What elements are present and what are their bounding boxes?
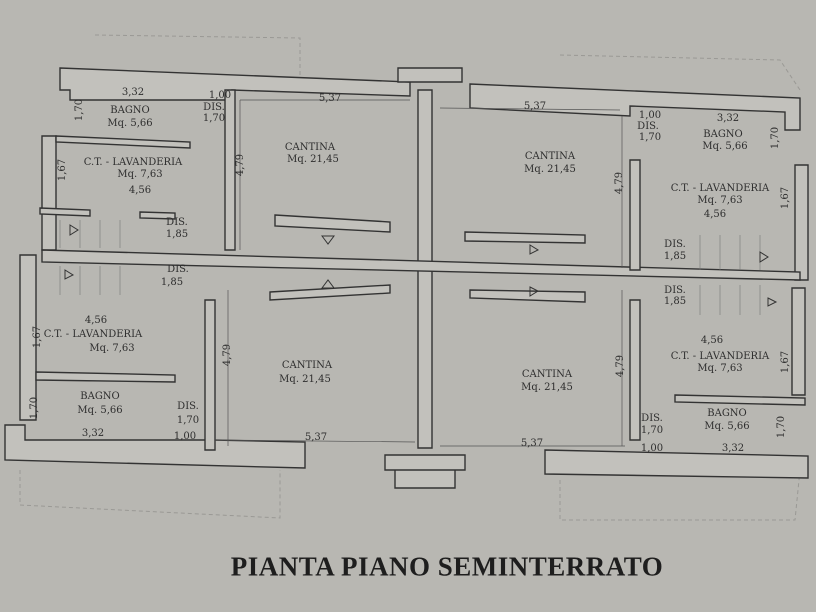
tr-dis-width: 1,00 (638, 110, 662, 121)
tr-cantina-area: Mq. 21,45 (524, 164, 576, 175)
bl-cantina-width: 5,37 (304, 432, 328, 443)
tr-lav-area: Mq. 7,63 (697, 195, 743, 206)
bl-stair-dis-label: DIS. (167, 264, 189, 275)
tl-lav-depth: 1,67 (57, 158, 68, 182)
tl-lav-area: Mq. 7,63 (117, 169, 163, 180)
br-cantina-area: Mq. 21,45 (521, 382, 573, 393)
tl-dis-dim: 1,70 (202, 113, 226, 124)
dimension-lines (214, 99, 625, 447)
stair-wall-1 (274, 214, 586, 244)
bl-bagno-area: Mq. 5,66 (77, 405, 123, 416)
wall-cantina-bl (204, 299, 216, 451)
tl-cantina-width: 5,37 (318, 93, 342, 104)
bl-stair-dis-dim: 1,85 (160, 277, 184, 288)
tl-cantina-depth: 4,79 (235, 153, 246, 177)
tl-stair-dis-dim: 1,85 (165, 229, 189, 240)
br-lav-depth: 1,67 (780, 350, 791, 374)
br-cantina-width: 5,37 (520, 438, 544, 449)
bl-lav-area: Mq. 7,63 (89, 343, 135, 354)
br-bagno-depth: 1,70 (776, 415, 787, 439)
tl-bagno-area: Mq. 5,66 (107, 118, 153, 129)
tr-stair-dis-dim: 1,85 (663, 251, 687, 262)
br-cantina-label: CANTINA (521, 369, 573, 380)
outer-wall-bottom-left (4, 424, 306, 469)
br-stair-dis-dim: 1,85 (663, 296, 687, 307)
tl-stair-dis-label: DIS. (166, 217, 188, 228)
garden-outline (19, 34, 801, 521)
wall-lav-bath-bl (35, 371, 176, 383)
tl-bagno-depth: 1,70 (74, 98, 85, 122)
tr-lav-depth: 1,67 (780, 186, 791, 210)
br-stair-dis-label: DIS. (664, 285, 686, 296)
tr-dis-label: DIS. (637, 121, 659, 132)
tl-lav-label: C.T. - LAVANDERIA (83, 157, 183, 168)
outer-wall-top-right (469, 83, 801, 131)
walls (4, 67, 809, 489)
bl-lav-depth: 1,67 (32, 325, 43, 349)
br-bagno-label: BAGNO (707, 408, 747, 419)
bl-bagno-depth: 1,70 (29, 396, 40, 420)
stair-wall-2 (269, 284, 586, 303)
tr-dis-dim: 1,70 (638, 132, 662, 143)
tl-dis-label: DIS. (203, 102, 225, 113)
bl-dis-dim: 1,70 (176, 415, 200, 426)
tl-cantina-area: Mq. 21,45 (287, 154, 339, 165)
wall-bath-lav-tl (55, 135, 191, 149)
bl-cantina-label: CANTINA (281, 360, 333, 371)
tr-bagno-depth: 1,70 (770, 126, 781, 150)
stair-arrow-icons (64, 224, 778, 307)
bl-bagno-width: 3,32 (81, 428, 105, 439)
middle-wall (41, 249, 801, 281)
tl-bagno-label: BAGNO (110, 105, 150, 116)
tl-cantina-label: CANTINA (284, 142, 336, 153)
br-lav-area: Mq. 7,63 (697, 363, 743, 374)
tr-bagno-width: 3,32 (716, 113, 740, 124)
tr-bagno-area: Mq. 5,66 (702, 141, 748, 152)
tl-dis-width: 1,00 (208, 90, 232, 101)
plan-title: PIANTA PIANO SEMINTERRATO (230, 551, 664, 582)
br-lav-width: 4,56 (700, 335, 724, 346)
bl-lav-width: 4,56 (84, 315, 108, 326)
bl-dis-width: 1,00 (173, 431, 197, 442)
bl-cantina-area: Mq. 21,45 (279, 374, 331, 385)
wall-lav-bath-br (674, 394, 806, 406)
br-lav-label: C.T. - LAVANDERIA (670, 351, 770, 362)
tl-bagno-width: 3,32 (121, 87, 145, 98)
br-cantina-depth: 4,79 (615, 354, 626, 378)
bl-bagno-label: BAGNO (80, 391, 120, 402)
bl-dis-label: DIS. (177, 401, 199, 412)
tl-lav-width: 4,56 (128, 185, 152, 196)
tr-lav-width: 4,56 (703, 209, 727, 220)
br-bagno-width: 3,32 (721, 443, 745, 454)
tr-cantina-label: CANTINA (524, 151, 576, 162)
chimney-bottom (384, 454, 466, 489)
br-dis-label: DIS. (641, 413, 663, 424)
wall-cantina-tl (224, 89, 236, 251)
tr-cantina-width: 5,37 (523, 101, 547, 112)
stairs (59, 220, 761, 315)
tr-cantina-depth: 4,79 (614, 171, 625, 195)
tr-bagno-label: BAGNO (703, 129, 743, 140)
br-bagno-area: Mq. 5,66 (704, 421, 750, 432)
bl-cantina-depth: 4,79 (222, 343, 233, 367)
wall-cantina-tr (629, 159, 641, 441)
tr-lav-label: C.T. - LAVANDERIA (670, 183, 770, 194)
wall-lav-stair-tl (39, 207, 176, 220)
br-dis-width: 1,00 (640, 443, 664, 454)
chimney-top (397, 67, 463, 83)
outer-wall-bottom-right (544, 449, 809, 479)
br-dis-dim: 1,70 (640, 425, 664, 436)
bl-lav-label: C.T. - LAVANDERIA (43, 329, 143, 340)
tr-stair-dis-label: DIS. (664, 239, 686, 250)
